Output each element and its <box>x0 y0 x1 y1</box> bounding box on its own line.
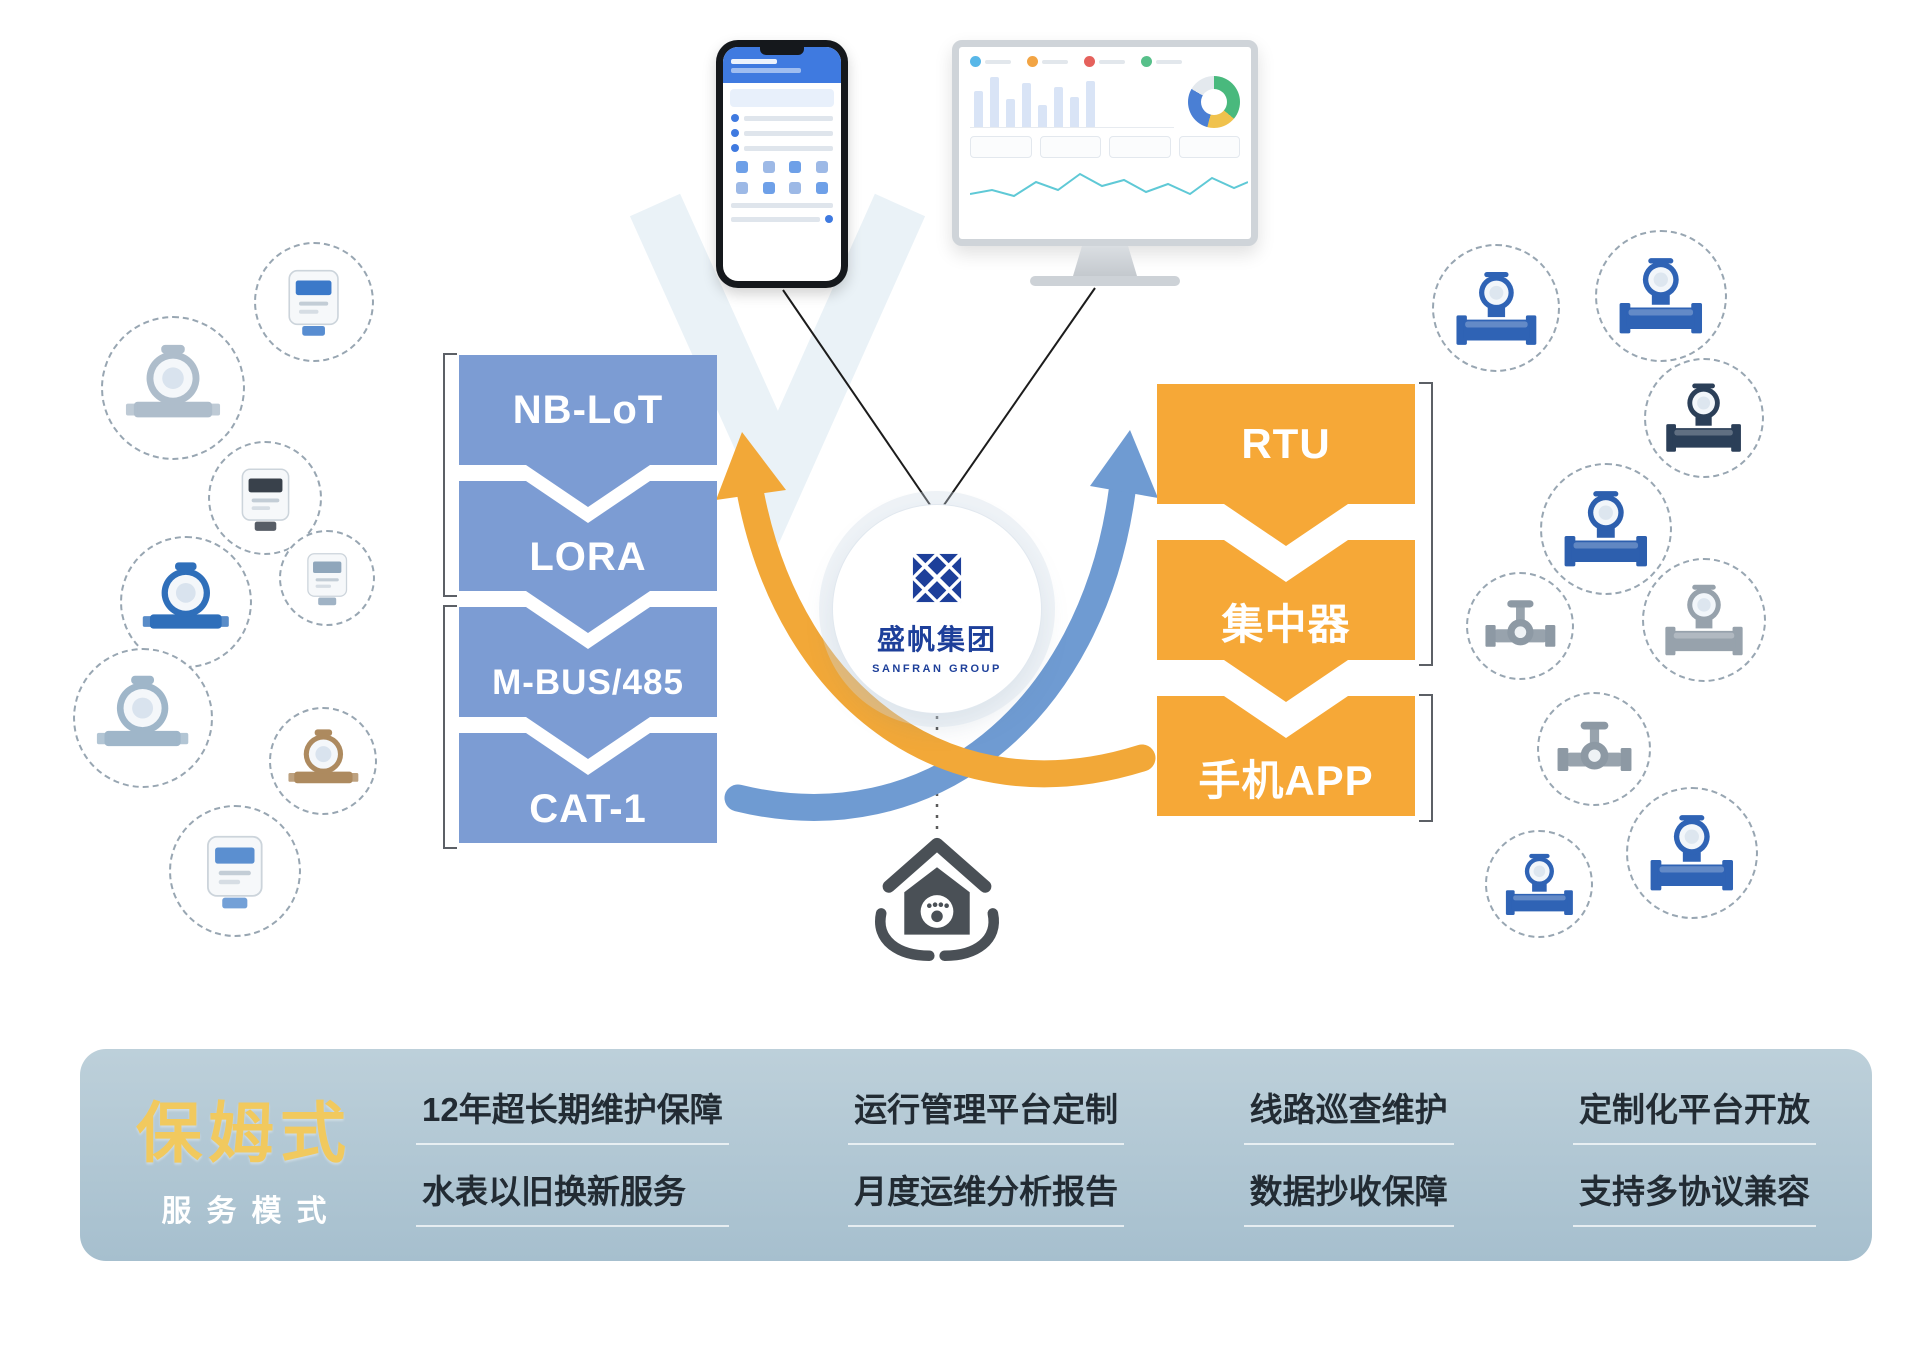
bracket-right-lower <box>1419 694 1433 822</box>
dashboard-kpi-row <box>970 56 1240 67</box>
device-label: 手机APP <box>1198 756 1374 804</box>
banner-title-block: 保姆式 服务模式 <box>136 1080 352 1230</box>
bracket-left-lower <box>443 605 457 849</box>
bracket-left-upper <box>443 353 457 597</box>
product-photo-industrial-1 <box>1432 244 1560 372</box>
product-photo-residential-8 <box>169 805 301 937</box>
service-item: 月度运维分析报告 <box>848 1165 1125 1227</box>
product-photo-industrial-5 <box>1466 572 1574 680</box>
service-item: 数据抄收保障 <box>1243 1165 1454 1227</box>
device-box-concentrator: 集中器 <box>1157 540 1415 702</box>
connector-line-monitor <box>936 287 1096 516</box>
product-photo-industrial-2 <box>1595 230 1727 362</box>
monitor-stand-base <box>1030 276 1180 286</box>
product-photo-residential-6 <box>73 648 213 788</box>
service-column-4: 定制化平台开放 支持多协议兼容 <box>1572 1083 1816 1227</box>
banner-title: 保姆式 <box>136 1096 352 1170</box>
device-box-mobile-app: 手机APP <box>1157 696 1415 816</box>
service-item: 水表以旧换新服务 <box>416 1165 729 1227</box>
service-column-2: 运行管理平台定制 月度运维分析报告 <box>848 1083 1125 1227</box>
service-column-3: 线路巡查维护 数据抄收保障 <box>1243 1083 1454 1227</box>
home-service-icon <box>860 828 1014 968</box>
protocol-label: LORA <box>529 534 647 579</box>
product-photo-industrial-9 <box>1485 830 1593 938</box>
brand-name: 盛帆集团 <box>876 624 997 655</box>
banner-subtitle: 服务模式 <box>161 1195 342 1228</box>
sanfran-logo-icon <box>902 543 972 613</box>
brand-name-en: SANFRAN GROUP <box>872 663 1002 675</box>
service-item: 运行管理平台定制 <box>848 1083 1125 1145</box>
connector-line-phone <box>782 289 938 516</box>
product-photo-industrial-7 <box>1537 692 1651 806</box>
service-banner: 保姆式 服务模式 12年超长期维护保障 水表以旧换新服务 运行管理平台定制 月度… <box>80 1049 1872 1261</box>
product-photo-residential-1 <box>254 242 374 362</box>
phone-notch <box>760 47 804 55</box>
device-label: RTU <box>1241 420 1331 467</box>
monitor-stand-neck <box>1073 246 1137 276</box>
protocol-label: CAT-1 <box>529 786 647 831</box>
service-columns: 12年超长期维护保障 水表以旧换新服务 运行管理平台定制 月度运维分析报告 线路… <box>416 1083 1816 1227</box>
product-photo-industrial-6 <box>1642 558 1766 682</box>
product-photo-industrial-3 <box>1644 358 1764 478</box>
phone-banner-block <box>730 89 834 107</box>
product-photo-industrial-4 <box>1540 463 1672 595</box>
product-photo-industrial-8 <box>1626 787 1758 919</box>
product-photo-residential-2 <box>101 316 245 460</box>
device-label: 集中器 <box>1221 600 1351 648</box>
dashboard-donut-chart <box>1188 76 1240 128</box>
service-item: 12年超长期维护保障 <box>416 1083 729 1145</box>
bracket-right-upper <box>1419 382 1433 666</box>
dashboard-line-chart <box>970 172 1248 198</box>
dashboard-stat-boxes <box>970 136 1240 158</box>
service-item: 支持多协议兼容 <box>1572 1165 1816 1227</box>
center-brand-hub: 盛帆集团 SANFRAN GROUP <box>833 505 1041 713</box>
service-item: 线路巡查维护 <box>1243 1083 1454 1145</box>
product-photo-residential-4 <box>120 536 252 668</box>
phone-screen <box>723 47 841 281</box>
dashboard-bar-chart <box>970 73 1174 128</box>
device-box-rtu: RTU <box>1157 384 1415 546</box>
service-item: 定制化平台开放 <box>1572 1083 1816 1145</box>
dashboard-monitor-mockup <box>952 40 1258 246</box>
protocol-label: M-BUS/485 <box>492 663 684 702</box>
mobile-app-mockup <box>716 40 848 288</box>
service-column-1: 12年超长期维护保障 水表以旧换新服务 <box>416 1083 729 1227</box>
product-photo-residential-5 <box>279 530 375 626</box>
protocol-label: NB-LoT <box>512 387 664 432</box>
product-photo-residential-7 <box>269 707 377 815</box>
